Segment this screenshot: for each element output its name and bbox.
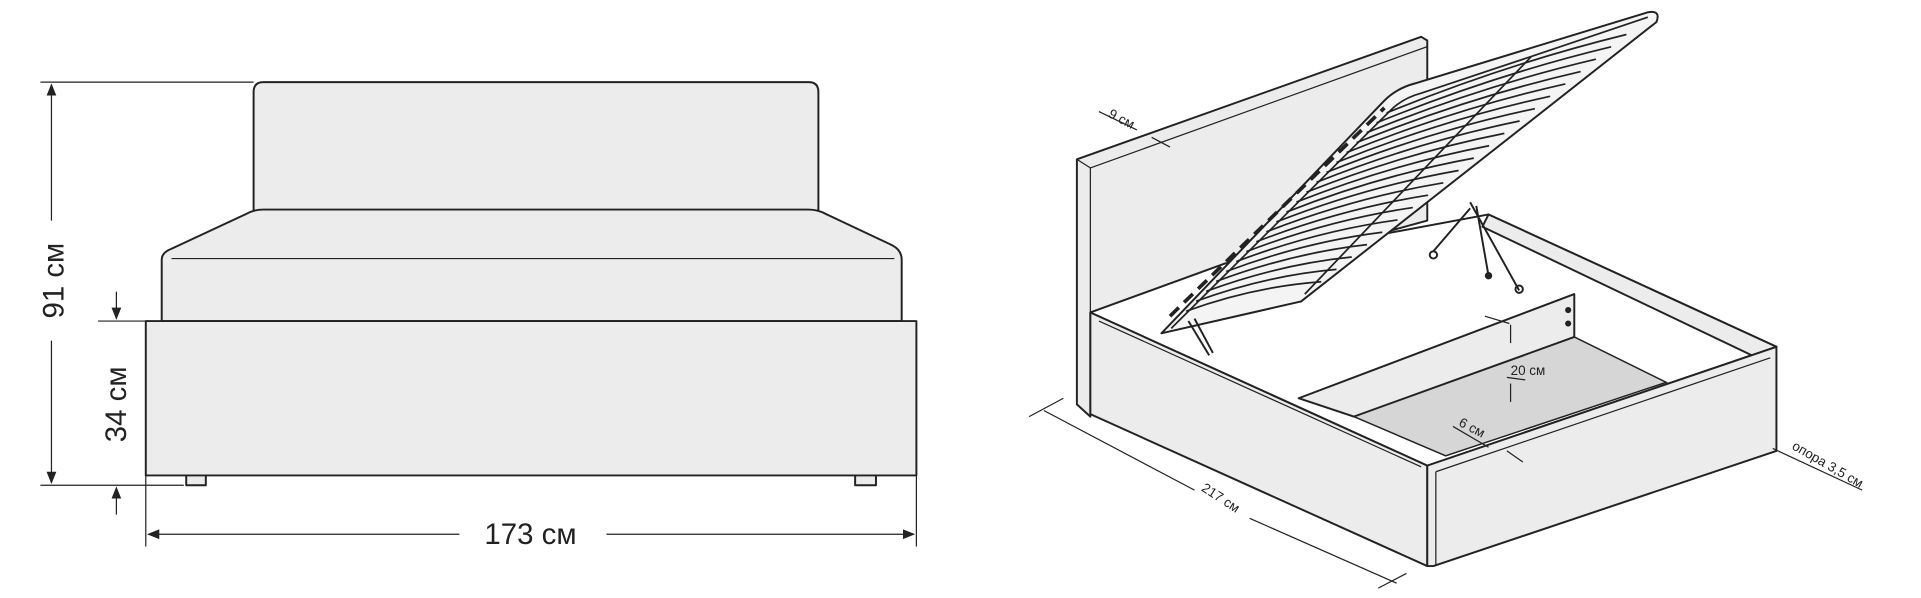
leg-left <box>185 474 207 487</box>
width-label: 173 см <box>484 518 576 551</box>
lifted-slat-frame <box>1160 10 1659 356</box>
slat <box>1215 243 1368 283</box>
slat <box>1205 256 1352 293</box>
slat <box>1276 169 1459 223</box>
support-label: опора 3,5 см <box>1790 438 1866 491</box>
headboard <box>252 81 820 212</box>
mattress <box>160 208 903 323</box>
slat <box>1185 280 1322 312</box>
slat <box>1316 120 1520 184</box>
slat <box>1255 194 1429 243</box>
slat <box>1225 231 1383 273</box>
length-label: 217 см <box>1199 480 1243 516</box>
height-base-label: 34 см <box>100 366 133 442</box>
slat <box>1386 33 1627 114</box>
bed-base <box>144 320 918 477</box>
height-total-label: 91 см <box>38 243 71 319</box>
slat <box>1296 144 1490 203</box>
slat <box>1376 46 1612 124</box>
slat <box>1235 219 1398 263</box>
storage-depth-label: 20 см <box>1511 363 1546 378</box>
slat <box>1336 95 1551 164</box>
slat <box>1245 206 1413 253</box>
slat <box>1366 58 1597 134</box>
slat <box>1195 268 1337 303</box>
slat <box>1326 107 1536 174</box>
slat <box>1346 83 1566 154</box>
slat <box>1306 132 1505 193</box>
slat <box>1266 181 1444 233</box>
iso-foot-panel <box>1426 345 1778 568</box>
leg-right <box>854 474 877 487</box>
isometric-view: 9 см 20 см 6 см 217 см опора 3,5 см <box>1028 10 1866 589</box>
front-view: 91 см 34 см 173 см <box>38 81 918 551</box>
divider-panel <box>1297 293 1576 418</box>
slat <box>1356 70 1581 144</box>
slat <box>1286 157 1474 213</box>
